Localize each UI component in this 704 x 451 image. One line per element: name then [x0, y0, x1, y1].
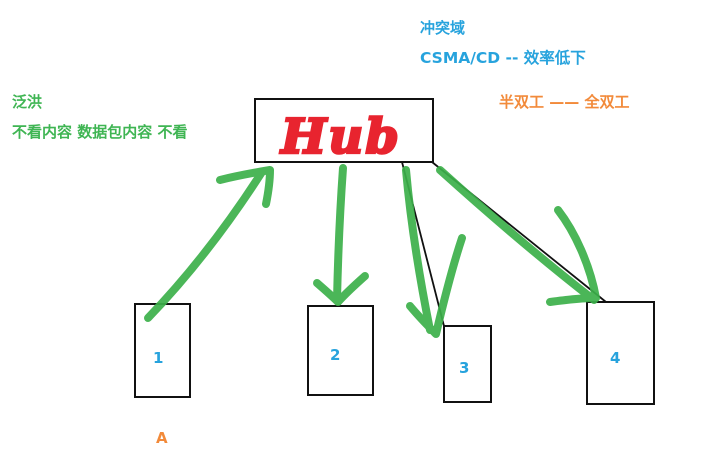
host-box-1: [134, 303, 191, 398]
host-box-3: [443, 325, 492, 403]
duplex-label: 半双工 —— 全双工: [499, 93, 630, 111]
host-box-4: [586, 301, 655, 405]
arrow-head-hub-in: [216, 166, 274, 208]
host-label-2: 2: [330, 346, 340, 364]
arrow-head-host3: [406, 234, 466, 338]
arrow-hub-to-host2: [333, 164, 347, 304]
host-a-label: A: [156, 429, 168, 447]
hub-box: [254, 98, 434, 163]
arrow-head-host4: [546, 206, 600, 306]
arrow-host1-to-hub: [144, 168, 266, 322]
arrow-hub-to-host4: [436, 166, 598, 304]
host-box-2: [307, 305, 374, 396]
flooding-description: 不看内容 数据包内容 不看: [12, 123, 188, 141]
host-label-3: 3: [459, 359, 469, 377]
hub-label: Hub: [279, 109, 401, 165]
arrow-head-host2: [313, 272, 369, 306]
host-label-4: 4: [610, 349, 620, 367]
host-label-1: 1: [153, 349, 163, 367]
flooding-label: 泛洪: [12, 93, 43, 111]
csma-cd-label: CSMA/CD -- 效率低下: [420, 49, 586, 67]
arrow-hub-to-host3: [402, 166, 434, 334]
collision-domain-label: 冲突域: [420, 19, 466, 37]
